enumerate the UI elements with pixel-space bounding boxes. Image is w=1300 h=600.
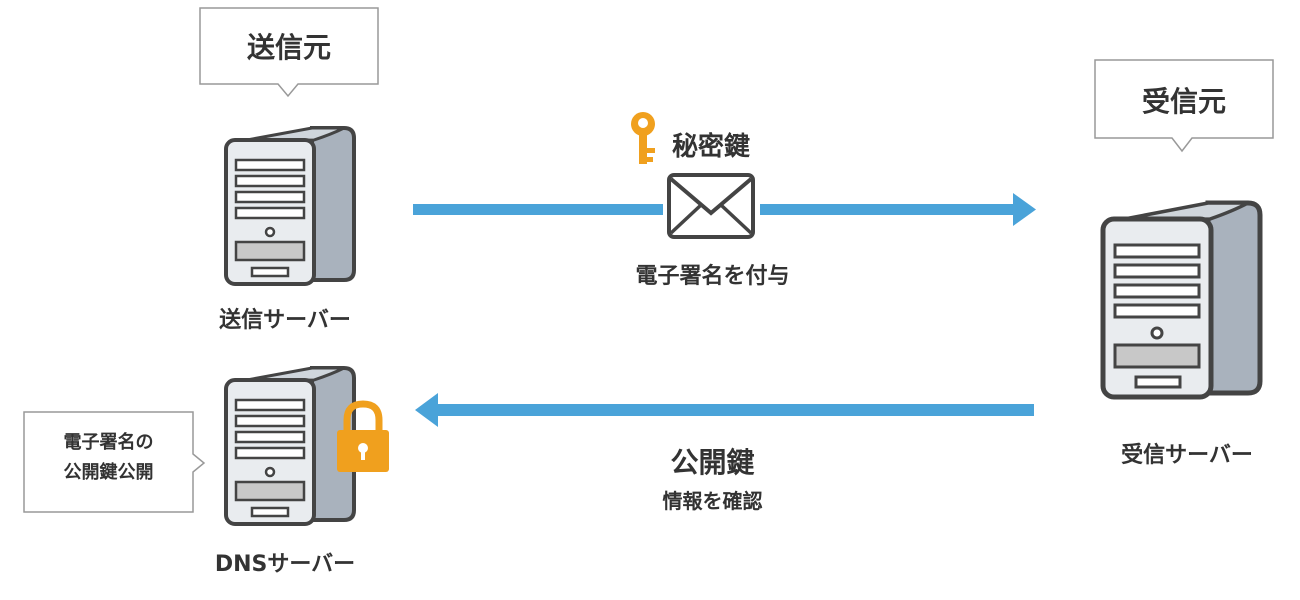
receiver-bubble-text: 受信元 [1141, 85, 1226, 118]
key-icon [631, 112, 655, 164]
receiver-server-label: 受信サーバー [1121, 443, 1253, 468]
dns-server-label: DNSサーバー [214, 552, 356, 577]
dns-bubble-line2: 公開鍵公開 [63, 462, 154, 483]
top-caption: 電子署名を付与 [635, 264, 790, 289]
sender-server-icon [224, 126, 356, 286]
dns-bubble-text: 電子署名の 公開鍵公開 [24, 428, 193, 488]
top-key-label: 秘密鍵 [672, 132, 751, 162]
bottom-key-label: 公開鍵 [670, 446, 755, 479]
bottom-caption: 情報を確認 [662, 489, 763, 513]
receiver-server-icon [1100, 200, 1263, 400]
dns-server-icon [224, 366, 356, 526]
sender-server-label: 送信サーバー [219, 308, 351, 333]
envelope-icon [667, 173, 755, 239]
dns-bubble-line1: 電子署名の [63, 432, 154, 453]
sender-bubble-text: 送信元 [246, 31, 331, 64]
lock-icon [337, 400, 389, 472]
